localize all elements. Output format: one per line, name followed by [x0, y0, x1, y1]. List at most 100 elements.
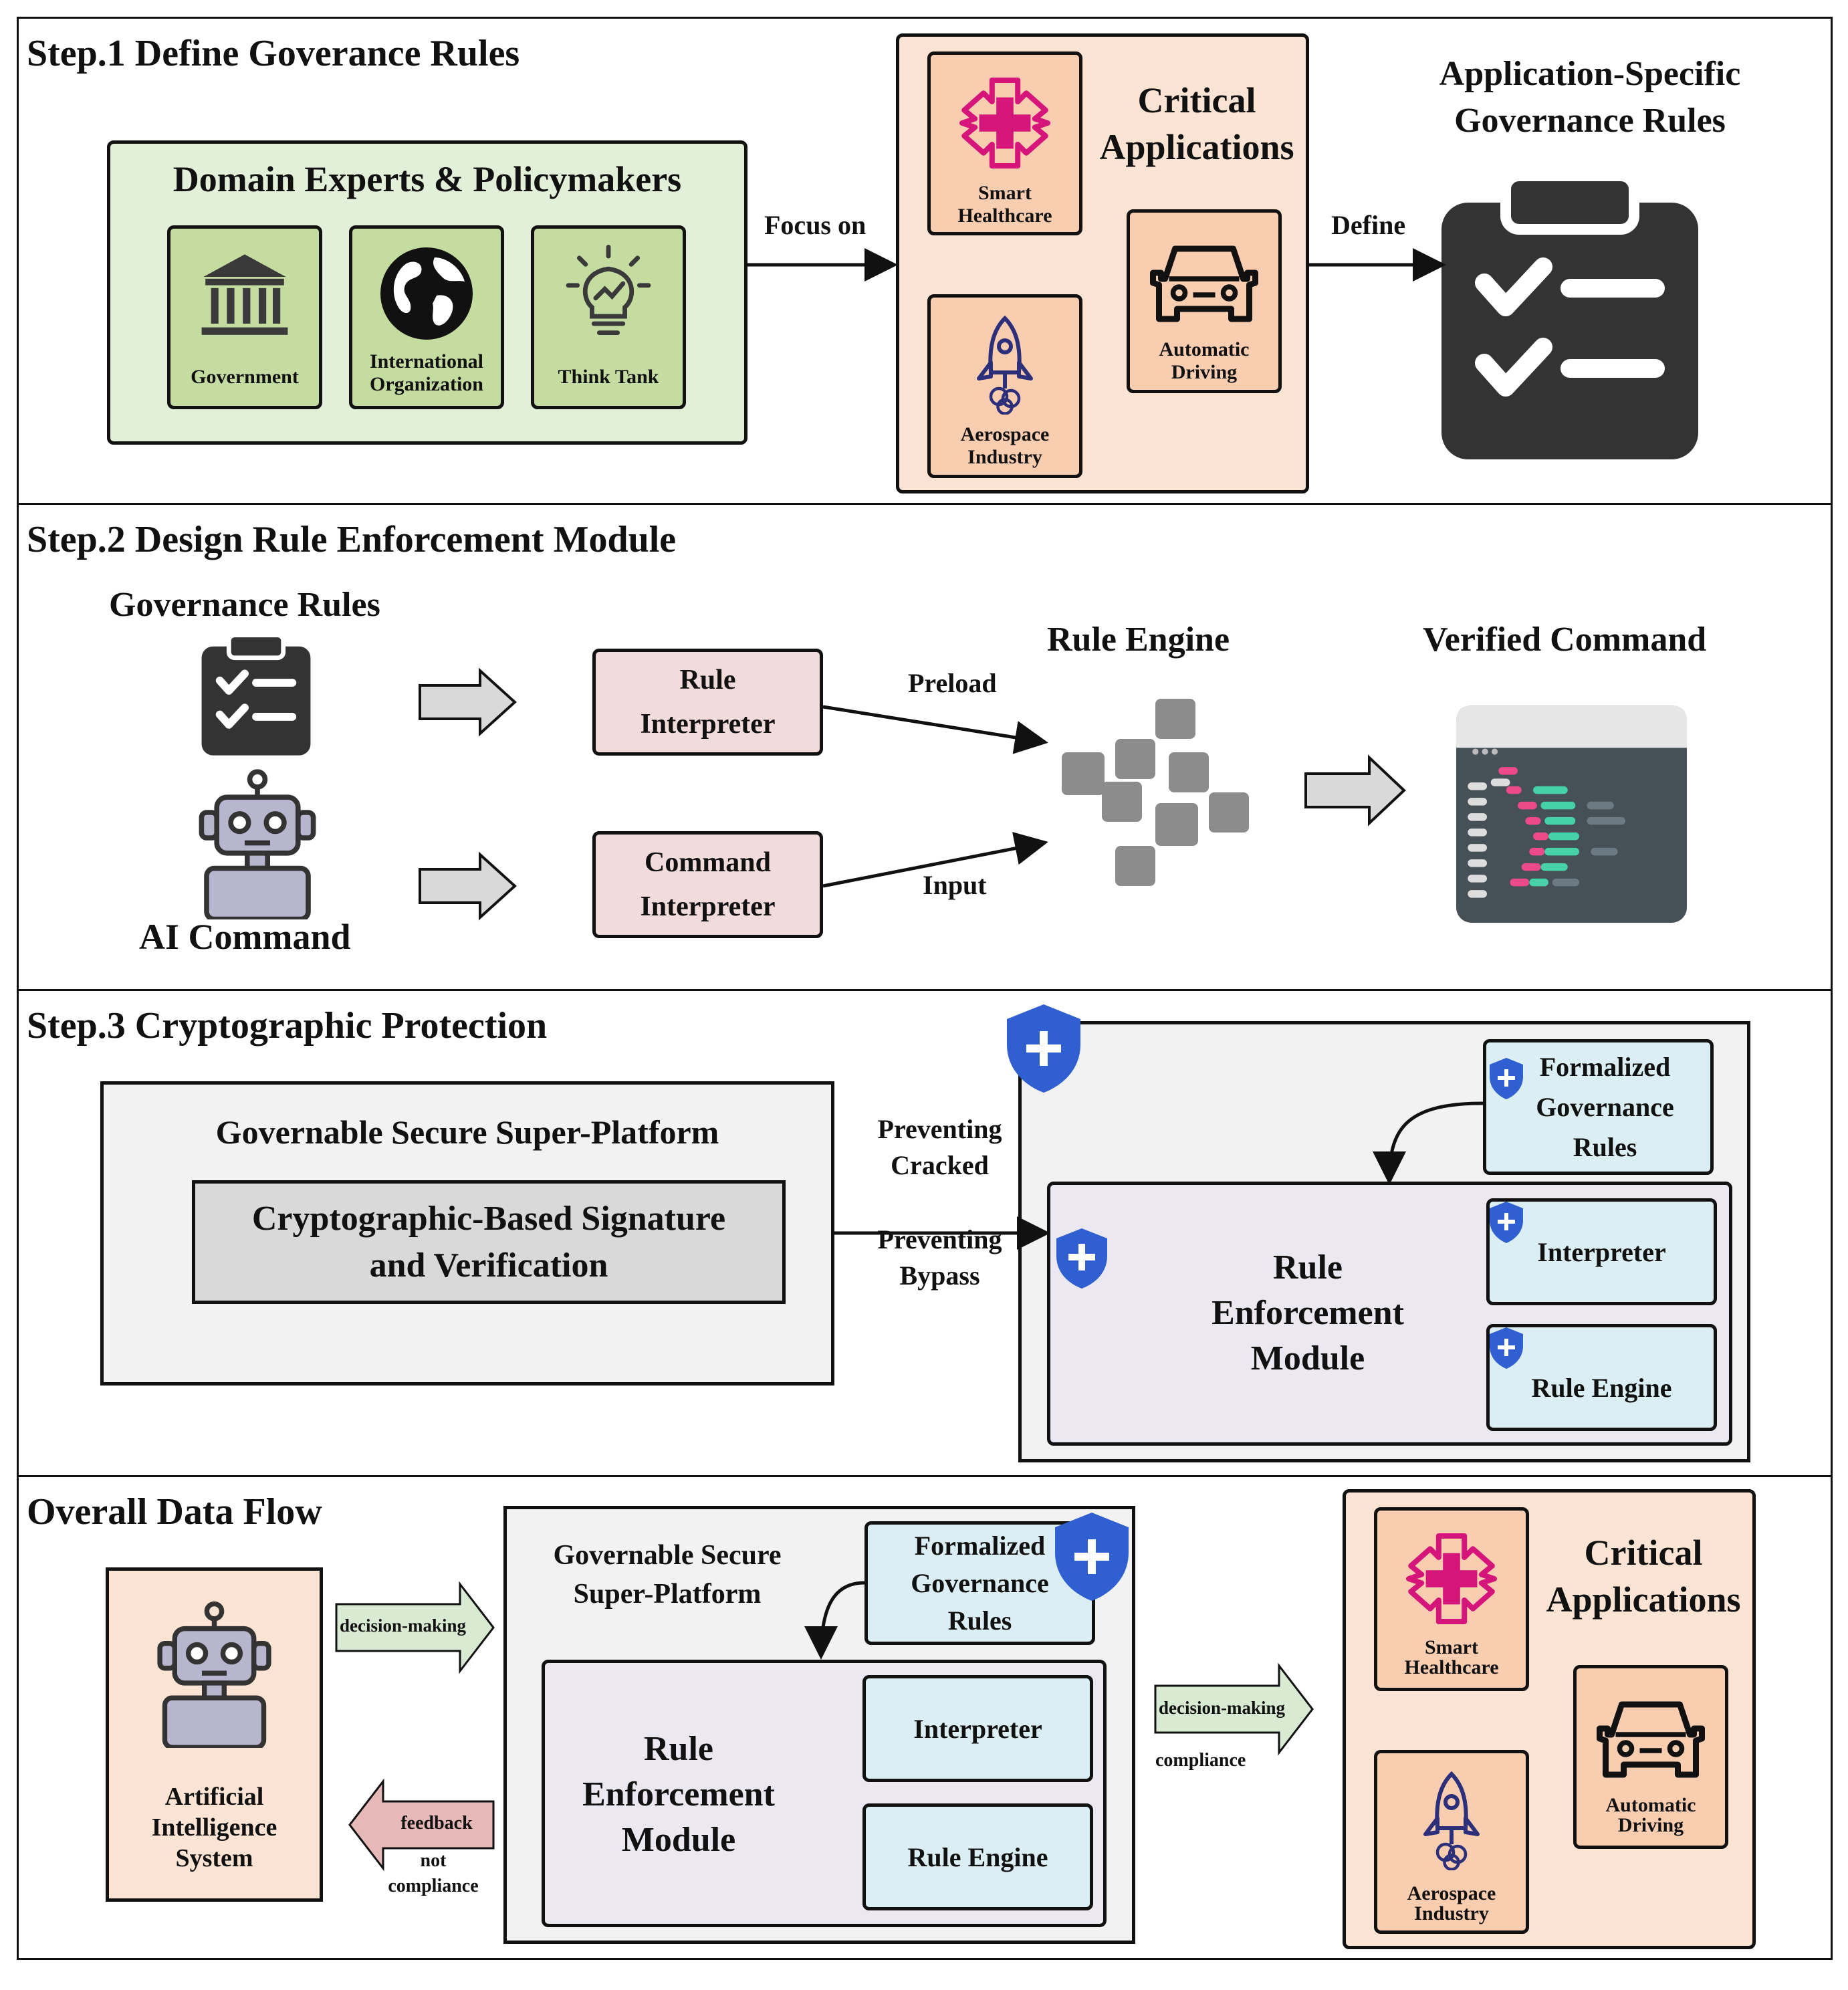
focus-on-label: Focus on	[764, 210, 867, 240]
medical-cross-icon	[1406, 1533, 1497, 1624]
feedback-label: feedback	[400, 1813, 473, 1834]
rocket-icon	[1423, 1771, 1480, 1870]
command-interpreter-box: Command Interpreter	[592, 831, 823, 938]
rem-box-overall: Rule Enforcement Module Interpreter Rule…	[542, 1660, 1107, 1927]
formalized-rules-label: Formalized Governance Rules	[1536, 1051, 1674, 1162]
step1-section: Step.1 Define Goverance Rules Domain Exp…	[17, 17, 1833, 505]
lightbulb-icon	[566, 245, 651, 336]
signature-box: Cryptographic-Based Signature and Verifi…	[192, 1180, 786, 1304]
block-arrow-verified	[1304, 754, 1406, 826]
expert-card-government: Government	[167, 225, 322, 409]
app-card-healthcare-overall: Smart Healthcare	[1374, 1507, 1529, 1691]
step3-title: Step.3 Cryptographic Protection	[27, 1005, 548, 1046]
interpreter-label: Interpreter	[1537, 1236, 1666, 1267]
globe-icon	[380, 247, 473, 340]
experts-box: Domain Experts & Policymakers Government	[107, 140, 747, 445]
shield-plus-icon	[1490, 1327, 1523, 1369]
expert-label-government: Government	[191, 366, 299, 388]
feedback-arrow	[348, 1778, 495, 1872]
rule-interpreter-label: Rule Interpreter	[640, 665, 776, 740]
app-label-aerospace-overall: Aerospace Industry	[1407, 1882, 1496, 1924]
robot-icon	[157, 1601, 271, 1748]
preventing-bypass-label: Preventing Bypass	[877, 1224, 1002, 1291]
step1-title: Step.1 Define Goverance Rules	[27, 33, 520, 74]
car-icon	[1150, 245, 1258, 322]
decision-making-arrow-2	[1154, 1662, 1314, 1756]
shield-plus-icon	[1056, 1228, 1107, 1289]
verified-command-label: Verified Command	[1423, 621, 1707, 659]
compliance-label: compliance	[1155, 1750, 1246, 1771]
decision-making-label: decision-making	[340, 1616, 467, 1636]
define-label: Define	[1331, 210, 1406, 240]
rem-label-overall: Rule Enforcement Module	[582, 1730, 775, 1859]
interpreter-box: Interpreter	[1486, 1198, 1717, 1305]
app-card-driving: Automatic Driving	[1127, 209, 1282, 393]
governance-rules-label: Governance Rules	[109, 586, 380, 624]
critical-apps-box: Critical Applications Smart Healthcare A…	[896, 33, 1309, 493]
expert-label-thinktank: Think Tank	[558, 366, 659, 388]
shield-plus-icon	[1007, 1004, 1080, 1093]
ai-system-label: Artificial Intelligence System	[151, 1783, 277, 1872]
decision-making-label-2: decision-making	[1159, 1698, 1286, 1718]
shield-plus-icon	[1490, 1058, 1523, 1099]
ai-command-label: AI Command	[139, 917, 351, 957]
interpreter-label-overall: Interpreter	[913, 1713, 1042, 1744]
rule-interpreter-box: Rule Interpreter	[592, 649, 823, 756]
shield-plus-icon	[1490, 1202, 1523, 1243]
rem-label: Rule Enforcement Module	[1211, 1248, 1404, 1377]
block-arrow-command	[419, 851, 517, 921]
platform-title: Governable Secure Super-Platform	[215, 1113, 719, 1151]
step4-title: Overall Data Flow	[27, 1491, 322, 1533]
clipboard-check-icon	[1441, 171, 1698, 459]
app-card-aerospace: Aerospace Industry	[927, 294, 1082, 478]
critical-apps-title: Critical Applications	[1099, 80, 1294, 167]
platform-box: Governable Secure Super-Platform Cryptog…	[100, 1081, 834, 1386]
input-label: Input	[923, 870, 987, 900]
critical-apps-box-overall: Critical Applications Smart Healthcare A…	[1343, 1489, 1756, 1949]
app-card-aerospace-overall: Aerospace Industry	[1374, 1750, 1529, 1934]
rule-engine-box: Rule Engine	[1486, 1324, 1717, 1431]
shield-plus-icon	[1055, 1513, 1129, 1601]
rules-title: Application-Specific Governance Rules	[1439, 55, 1741, 140]
code-window-icon	[1456, 705, 1687, 923]
expert-card-thinktank: Think Tank	[531, 225, 686, 409]
app-label-aerospace: Aerospace Industry	[960, 423, 1050, 468]
app-label-healthcare-overall: Smart Healthcare	[1404, 1636, 1499, 1678]
rule-engine-box-label: Rule Engine	[1531, 1372, 1672, 1403]
robot-icon	[199, 769, 316, 919]
not-compliance-label: not compliance	[388, 1850, 479, 1896]
critical-apps-title-overall: Critical Applications	[1546, 1533, 1741, 1620]
decision-making-arrow	[335, 1581, 495, 1674]
rule-engine-label-overall: Rule Engine	[907, 1842, 1048, 1872]
rule-engine-icon	[1062, 699, 1249, 886]
platform-box-overall: Governable Secure Super-Platform Formali…	[503, 1506, 1135, 1944]
formalized-to-rem-arrow	[804, 1513, 1129, 1660]
app-card-driving-overall: Automatic Driving	[1573, 1665, 1728, 1849]
app-label-driving: Automatic Driving	[1159, 338, 1250, 383]
step2-title: Step.2 Design Rule Enforcement Module	[27, 519, 677, 560]
platform-title-overall: Governable Secure Super-Platform	[553, 1540, 782, 1610]
clipboard-check-icon	[201, 633, 311, 756]
expert-label-international: International Organization	[369, 350, 483, 395]
step4-arrows	[335, 1581, 1314, 1872]
preload-label: Preload	[908, 668, 997, 698]
car-icon	[1597, 1701, 1705, 1778]
app-label-driving-overall: Automatic Driving	[1605, 1794, 1696, 1836]
formalized-rules-label-overall: Formalized Governance Rules	[911, 1530, 1049, 1636]
interpreter-box-overall: Interpreter	[862, 1675, 1093, 1782]
expert-card-international: International Organization	[349, 225, 504, 409]
bank-icon	[201, 254, 288, 335]
medical-cross-icon	[959, 78, 1050, 169]
rocket-icon	[977, 315, 1033, 415]
rule-engine-label: Rule Engine	[1047, 621, 1230, 659]
step3-arrows-shields	[834, 1004, 1523, 1369]
rule-engine-box-overall: Rule Engine	[862, 1803, 1093, 1910]
app-card-healthcare: Smart Healthcare	[927, 51, 1082, 235]
command-interpreter-label: Command Interpreter	[640, 847, 776, 922]
step2-section: Step.2 Design Rule Enforcement Module Go…	[17, 503, 1833, 991]
block-arrow-rules	[419, 667, 517, 737]
step3-section: Step.3 Cryptographic Protection Governab…	[17, 989, 1833, 1477]
step2-arrows	[419, 667, 1406, 921]
formalized-rules-box: Formalized Governance Rules	[1483, 1039, 1714, 1175]
signature-label: Cryptographic-Based Signature and Verifi…	[251, 1199, 726, 1285]
